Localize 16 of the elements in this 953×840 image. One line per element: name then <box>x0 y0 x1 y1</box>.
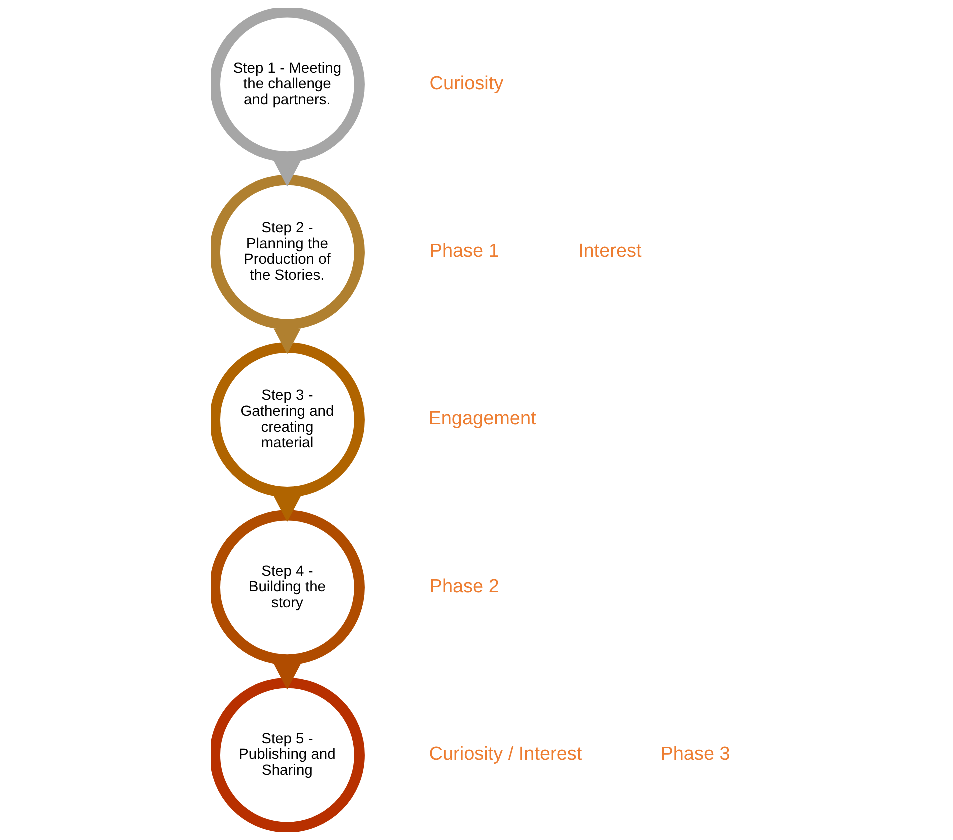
node-circle: Step 4 - Building the story <box>210 510 364 666</box>
label: Engagement <box>428 408 536 430</box>
arrow <box>273 161 300 187</box>
label: Interest <box>578 240 642 262</box>
arrow <box>273 328 300 355</box>
node-circle: Step 1 - Meeting the challenge and partners. <box>210 8 364 162</box>
node-circle: Step 3 - Gathering and creating material <box>210 342 364 498</box>
arrow <box>273 496 300 522</box>
label: Curiosity <box>429 73 504 94</box>
arrow <box>273 664 300 690</box>
node-circle: Step 2 - Planning the Production of the Stories. <box>210 174 364 330</box>
label: Curiosity / Interest <box>428 744 582 765</box>
label: Phase 2 <box>429 576 499 598</box>
label: Phase 1 <box>429 240 499 262</box>
node-circle: Step 5 - Publishing and Sharing <box>210 678 364 832</box>
label: Phase 3 <box>660 744 730 765</box>
